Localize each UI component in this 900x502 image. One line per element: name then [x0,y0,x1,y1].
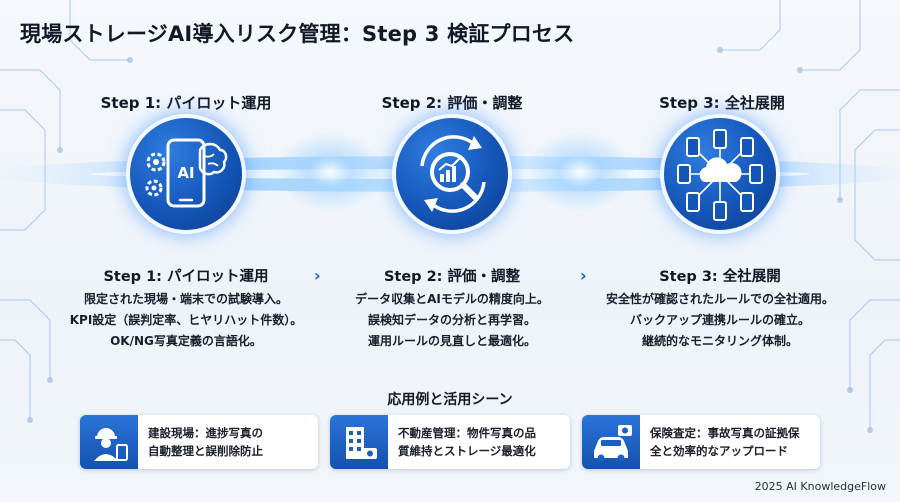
application-text: 保険査定：事故写真の証拠保 全と効率的なアップロード [650,424,800,460]
step-3-badge [664,118,776,230]
footer-credit: 2025 AI KnowledgeFlow [754,480,886,493]
chevron-right-icon: › [314,266,321,285]
step-2-line: データ収集とAIモデルの精度向上。 [355,292,549,306]
application-text: 不動産管理：物件写真の品 質維持とストレージ最適化 [398,424,536,460]
step-3-line: 安全性が確認されたルールでの全社適用。 [605,292,834,306]
step-1-line: KPI設定（誤判定率、ヒヤリハット件数）。 [69,313,303,327]
step-2-line: 誤検知データの分析と再学習。 [367,313,536,327]
step-3-line: 継続的なモニタリング体制。 [641,334,798,348]
applications-title: 応用例と活用シーン [387,392,513,408]
chevron-right-icon: › [580,266,587,285]
page-title: 現場ストレージAI導入リスク管理：Step 3 検証プロセス [20,22,575,46]
application-text: 建設現場：進捗写真の 自動整理と誤削除防止 [148,424,263,460]
step-3-top-label: Step 3: 全社展開 [659,94,785,112]
step-3-description: 安全性が確認されたルールでの全社適用。 バックアップ連携ルールの確立。 継続的な… [570,289,870,352]
step-1-description: 限定された現場・端末での試験導入。 KPI設定（誤判定率、ヒヤリハット件数）。 … [36,289,336,352]
application-line: 自動整理と誤削除防止 [148,444,263,458]
car-camera-icon [594,425,632,462]
application-line: 不動産管理：物件写真の品 [398,426,536,440]
application-card-insurance: 保険査定：事故写真の証拠保 全と効率的なアップロード [582,415,820,469]
application-line: 保険査定：事故写真の証拠保 [650,426,800,440]
application-card-construction: 建設現場：進捗写真の 自動整理と誤削除防止 [80,415,318,469]
step-2-line: 運用ルールの見直しと最適化。 [367,334,536,348]
step-1-line: OK/NG写真定義の言語化。 [110,334,262,348]
svg-text:AI: AI [177,164,194,182]
magnifier-chart-refresh-icon [420,135,486,213]
step-1-line: 限定された現場・端末での試験導入。 [83,292,288,306]
step-1-badge: AI [130,118,242,230]
cloud-network-devices-icon [677,129,763,221]
step-3-heading: Step 3: 全社展開 [659,269,781,285]
step-2-description: データ収集とAIモデルの精度向上。 誤検知データの分析と再学習。 運用ルールの見… [302,289,602,352]
worker-tablet-icon [94,428,128,461]
step-3-line: バックアップ連携ルールの確立。 [629,313,810,327]
step-2-top-label: Step 2: 評価・調整 [381,94,523,112]
smartphone-ai-brain-gears-icon: AI [145,138,228,208]
application-card-real-estate: 不動産管理：物件写真の品 質維持とストレージ最適化 [330,415,570,469]
application-line: 質維持とストレージ最適化 [398,444,536,458]
step-1-heading: Step 1: パイロット運用 [103,269,269,285]
step-2-heading: Step 2: 評価・調整 [383,269,521,285]
building-camera-icon [346,427,377,459]
application-line: 建設現場：進捗写真の [148,426,263,440]
application-line: 全と効率的なアップロード [650,444,788,458]
step-1-top-label: Step 1: パイロット運用 [100,94,272,112]
step-2-badge [396,118,508,230]
